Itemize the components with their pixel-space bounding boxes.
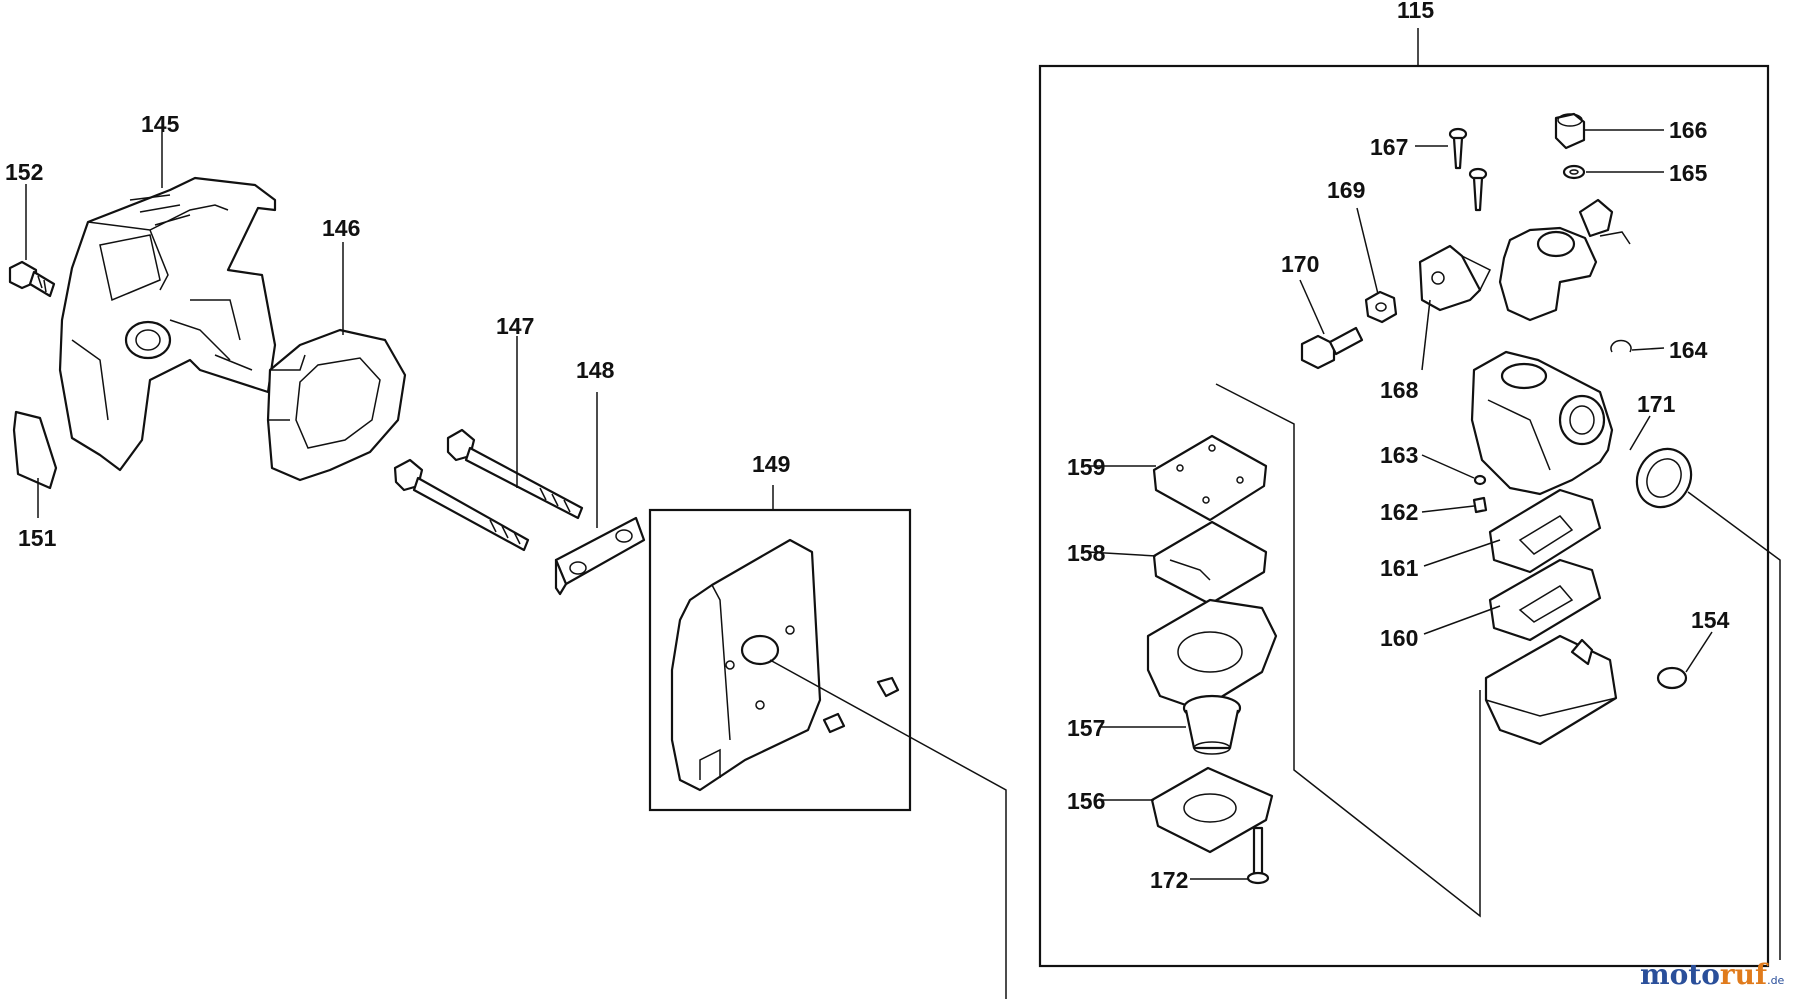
callout-161: 161 [1380, 555, 1419, 581]
metering-diaphragm [1152, 520, 1268, 606]
long-screw [1246, 826, 1270, 885]
intake-gasket-ring [1635, 447, 1693, 509]
callout-168: 168 [1380, 377, 1419, 403]
callout-146: 146 [322, 215, 360, 241]
watermark-part1: moto [1640, 958, 1720, 991]
base-plate-frame [648, 485, 912, 812]
callout-165: 165 [1669, 160, 1708, 186]
leader-lines [25, 129, 1781, 999]
inlet-needle [1472, 496, 1488, 514]
limiter-cap [1554, 112, 1586, 150]
primer-base [1150, 766, 1274, 854]
callout-148: 148 [576, 357, 615, 383]
callout-152: 152 [5, 159, 43, 185]
welch-plug [1656, 666, 1688, 690]
stud-bolt [1300, 326, 1364, 370]
e-clip [1610, 339, 1632, 353]
callout-149: 149 [752, 451, 790, 477]
callout-labels: 115 145 152 146 147 148 151 149 167 166 … [5, 0, 1730, 893]
foam-pad [12, 410, 58, 490]
callout-159: 159 [1067, 454, 1105, 480]
callout-151: 151 [18, 525, 57, 551]
callout-163: 163 [1380, 442, 1418, 468]
watermark-logo: motoruf.de [1640, 958, 1785, 991]
metering-cover [1152, 434, 1268, 522]
air-filter-cover [58, 176, 277, 472]
callout-160: 160 [1380, 625, 1418, 651]
pump-diaphragm [1488, 558, 1602, 642]
cover-bolt [8, 260, 56, 298]
bushings [822, 676, 900, 734]
primer-cup [1182, 694, 1242, 755]
carburetor-base-plate [670, 538, 822, 792]
callout-172: 172 [1150, 867, 1188, 893]
mounting-bolts [393, 428, 584, 552]
hex-nut [1364, 290, 1398, 324]
callout-170: 170 [1281, 251, 1319, 277]
washer [1562, 164, 1586, 180]
callout-166: 166 [1669, 117, 1707, 143]
callout-154: 154 [1691, 607, 1730, 633]
mounting-bracket [554, 516, 646, 596]
check-valve-small [1473, 474, 1487, 486]
throttle-lever-bracket [1418, 244, 1492, 312]
metering-body [1146, 598, 1278, 712]
callout-115: 115 [1397, 0, 1434, 23]
callout-145: 145 [141, 111, 180, 137]
pump-gasket [1488, 488, 1602, 574]
callout-156: 156 [1067, 788, 1105, 814]
pump-cover [1484, 634, 1618, 746]
callout-147: 147 [496, 313, 534, 339]
callout-162: 162 [1380, 499, 1418, 525]
watermark-part2: ruf [1720, 958, 1769, 991]
callout-157: 157 [1067, 715, 1105, 741]
air-filter-element [266, 328, 407, 482]
svg-text:motoruf.de: motoruf.de [1640, 958, 1785, 991]
callout-164: 164 [1669, 337, 1708, 363]
callout-158: 158 [1067, 540, 1106, 566]
callout-169: 169 [1327, 177, 1365, 203]
throttle-valve-assembly [1498, 198, 1631, 322]
small-screws [1448, 127, 1488, 212]
carburetor-assembly-frame [1038, 28, 1770, 968]
carburetor-body [1470, 350, 1614, 496]
callout-171: 171 [1637, 391, 1676, 417]
callout-167: 167 [1370, 134, 1408, 160]
watermark-suffix: .de [1767, 974, 1784, 987]
